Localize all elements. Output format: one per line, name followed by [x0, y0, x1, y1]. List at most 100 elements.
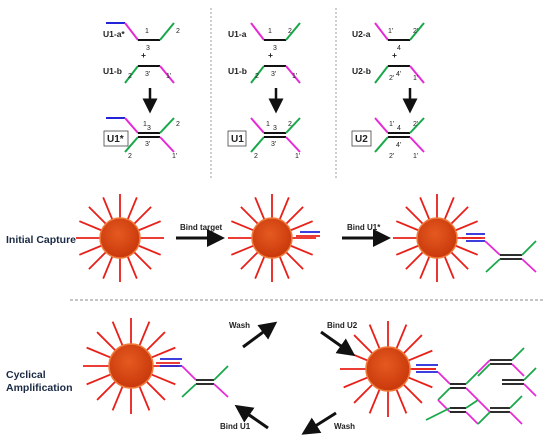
bead-spoke	[353, 382, 375, 404]
bead-spoke	[449, 250, 469, 270]
num-1-prime: 1'	[292, 73, 297, 80]
strand-u2-a	[374, 22, 425, 41]
bead-spoke	[136, 220, 161, 232]
bead-spoke	[240, 250, 260, 270]
bead-target-bound	[228, 194, 316, 282]
num-2-prime: 2'	[413, 121, 418, 128]
label-bind-u1-star: Bind U1*	[347, 223, 381, 232]
bead-spoke	[144, 331, 166, 353]
bead-spoke	[353, 334, 375, 356]
num-4: 4	[397, 125, 401, 132]
bead-spoke	[126, 254, 138, 279]
num-2: 2	[255, 73, 259, 80]
bead-cycle-left	[83, 318, 179, 414]
bead-spoke	[284, 206, 304, 226]
num-2: 2	[176, 121, 180, 128]
product-box-u1	[227, 130, 247, 147]
captured-complex-left	[156, 358, 229, 398]
bead-spoke	[88, 206, 108, 226]
label-u1-b: U1-b	[103, 66, 122, 76]
bead-spoke	[401, 382, 423, 404]
bead-spoke	[394, 324, 408, 351]
bead-spoke	[419, 197, 431, 222]
bead-core	[251, 217, 293, 259]
plus-sign: +	[392, 50, 397, 60]
bead-spoke	[453, 220, 478, 232]
bead-core	[99, 217, 141, 259]
bead-spoke	[86, 346, 113, 360]
bead-spoke	[231, 220, 256, 232]
captured-u1-star	[462, 233, 537, 273]
num-2-prime: 2'	[389, 75, 394, 82]
num-4-prime: 4'	[396, 142, 401, 149]
bead-spoke	[406, 375, 433, 389]
duplex-u1	[250, 117, 301, 153]
bead-spoke	[443, 254, 455, 279]
bead-spoke	[405, 250, 425, 270]
num-3: 3	[147, 125, 151, 132]
bead-initial	[76, 194, 164, 282]
bead-spoke	[102, 197, 114, 222]
bead-spoke	[86, 372, 113, 386]
strand-u1-b	[124, 65, 175, 84]
strand-u1-a	[250, 22, 301, 41]
num-3-prime: 3'	[145, 71, 150, 78]
arrow-wash-bottom	[301, 411, 337, 435]
num-3: 3	[273, 45, 277, 52]
bead-spoke	[79, 220, 104, 232]
num-3: 3	[146, 45, 150, 52]
bead-spoke	[343, 349, 370, 363]
num-2: 2	[128, 153, 132, 160]
section-title-cyclical-line2: Amplification	[6, 382, 73, 394]
label-bind-target: Bind target	[180, 223, 223, 232]
section-title-cyclical-line1: Cyclical	[6, 369, 46, 381]
num-1: 1	[145, 28, 149, 35]
num-3: 3	[273, 125, 277, 132]
num-1-prime: 1'	[295, 153, 300, 160]
num-1: 1	[266, 121, 270, 128]
bead-spoke	[254, 197, 266, 222]
product-box-u1-star	[103, 130, 129, 147]
bead-spoke	[240, 206, 260, 226]
bead-core	[365, 346, 411, 392]
plus-sign: +	[268, 50, 273, 60]
bead-spoke	[254, 254, 266, 279]
plus-sign: +	[141, 50, 146, 60]
bead-spoke	[137, 321, 151, 348]
bead-spoke	[368, 324, 382, 351]
num-3-prime: 3'	[271, 71, 276, 78]
label-u2: U2	[355, 134, 368, 145]
label-u2-b: U2-b	[352, 66, 371, 76]
label-bind-u1: Bind U1	[220, 422, 251, 431]
bead-core	[416, 217, 458, 259]
bead-core	[108, 343, 154, 389]
strand-u1-b	[250, 65, 301, 84]
num-2: 2	[288, 121, 292, 128]
num-4-prime: 4'	[396, 71, 401, 78]
duplex-u1-star	[106, 117, 175, 153]
num-2: 2	[254, 153, 258, 160]
bead-spoke	[278, 197, 290, 222]
bead-spoke	[343, 375, 370, 389]
bead-spoke	[278, 254, 290, 279]
arrow-wash-top	[242, 321, 278, 349]
bead-spoke	[401, 334, 423, 356]
label-bind-u2: Bind U2	[327, 321, 358, 330]
num-1: 1	[268, 28, 272, 35]
bead-spoke	[368, 387, 382, 414]
bead-cycle-right	[340, 321, 436, 417]
num-4: 4	[397, 45, 401, 52]
bead-spoke	[136, 244, 161, 256]
bead-spoke	[111, 321, 125, 348]
label-u1-a: U1-a	[228, 29, 247, 39]
bead-spoke	[79, 244, 104, 256]
num-1-prime: 1'	[166, 73, 171, 80]
num-1-prime: 1'	[413, 75, 418, 82]
num-1-prime: 1'	[388, 28, 393, 35]
bead-spoke	[149, 372, 176, 386]
duplex-u2	[374, 117, 425, 153]
top-col2: U1-a 1 3 2 + U1-b 2 3' 1' U1 1 3 2 2 3' …	[227, 22, 301, 160]
label-u1-b: U1-b	[228, 66, 247, 76]
strand-u2-b	[374, 65, 425, 84]
bead-spoke	[405, 206, 425, 226]
